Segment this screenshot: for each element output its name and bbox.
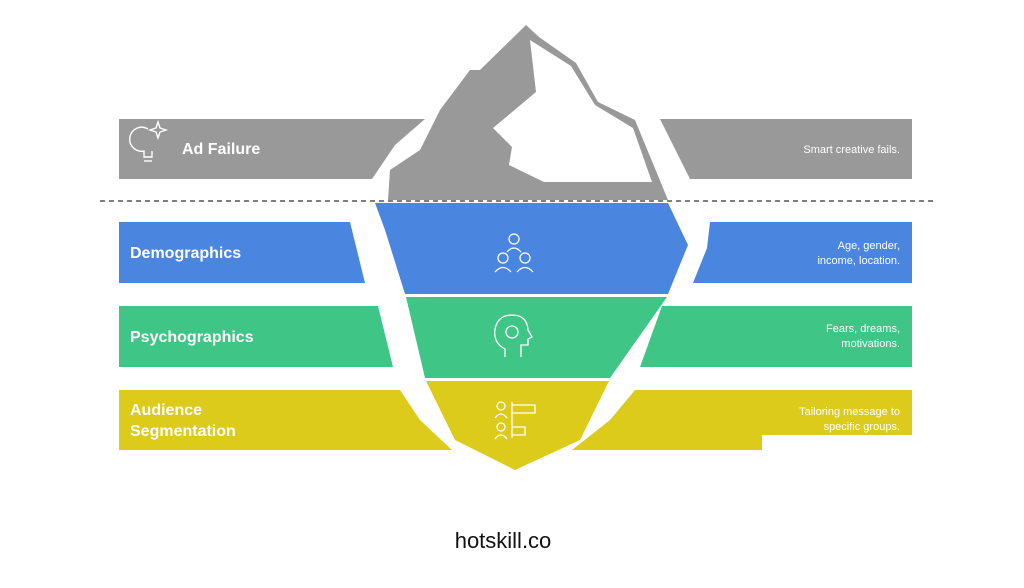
ad-failure-band-left: [119, 119, 425, 179]
layer-desc-demographics: Age, gender, income, location.: [817, 240, 900, 267]
iceberg-snow: [493, 40, 652, 182]
iceberg-demographics: [375, 203, 688, 294]
head-brain-icon: [494, 314, 533, 357]
layer-desc-ad-failure: Smart creative fails.: [803, 144, 900, 156]
people-group-icon: [494, 233, 534, 273]
lightbulb-sparkle-icon: [129, 119, 169, 162]
demographics-band-right: [693, 222, 912, 283]
psychographics-band-left: [119, 306, 393, 367]
ad-failure-band-right: [660, 119, 912, 179]
iceberg-psychographics: [406, 297, 667, 378]
segmentation-band-right: [572, 390, 912, 450]
segmentation-band-left: [119, 390, 452, 450]
layer-title-psychographics: Psychographics: [130, 329, 254, 346]
layer-desc-segmentation: Tailoring message to specific groups.: [799, 406, 900, 433]
demographics-band-left: [119, 222, 365, 283]
iceberg-segmentation: [426, 381, 609, 470]
footer-brand: hotskill.co: [454, 528, 552, 553]
layer-desc-psychographics: Fears, dreams, motivations.: [826, 323, 900, 350]
segmented-people-icon: [494, 401, 536, 440]
psychographics-band-right: [640, 306, 912, 367]
layer-title-segmentation: Audience Segmentation: [130, 402, 236, 440]
layer-title-ad-failure: Ad Failure: [182, 141, 261, 158]
layer-title-demographics: Demographics: [130, 245, 242, 262]
